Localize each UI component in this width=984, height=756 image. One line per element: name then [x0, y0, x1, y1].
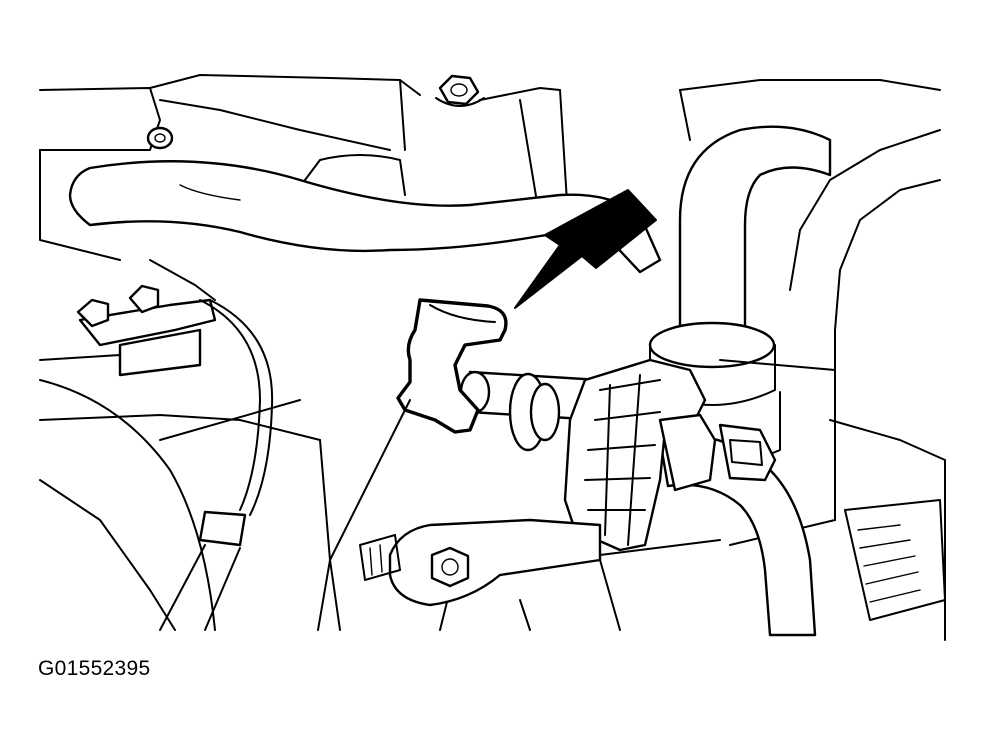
upper-coolant-hose: [68, 154, 662, 274]
ring-lug: [146, 126, 174, 150]
quick-connect-fitting: [563, 358, 777, 552]
pointer-arrow: [514, 189, 657, 309]
wire-harness: [159, 299, 411, 631]
figure-id-label: G01552395: [38, 657, 151, 680]
left-bracket: [76, 259, 217, 377]
vertical-pipe: [644, 125, 832, 466]
hose-clamp: [396, 298, 508, 434]
engine-background-outlines: [39, 74, 946, 641]
mounting-bracket: [359, 518, 602, 607]
top-bolt: [435, 74, 485, 107]
bolt: [430, 546, 470, 588]
